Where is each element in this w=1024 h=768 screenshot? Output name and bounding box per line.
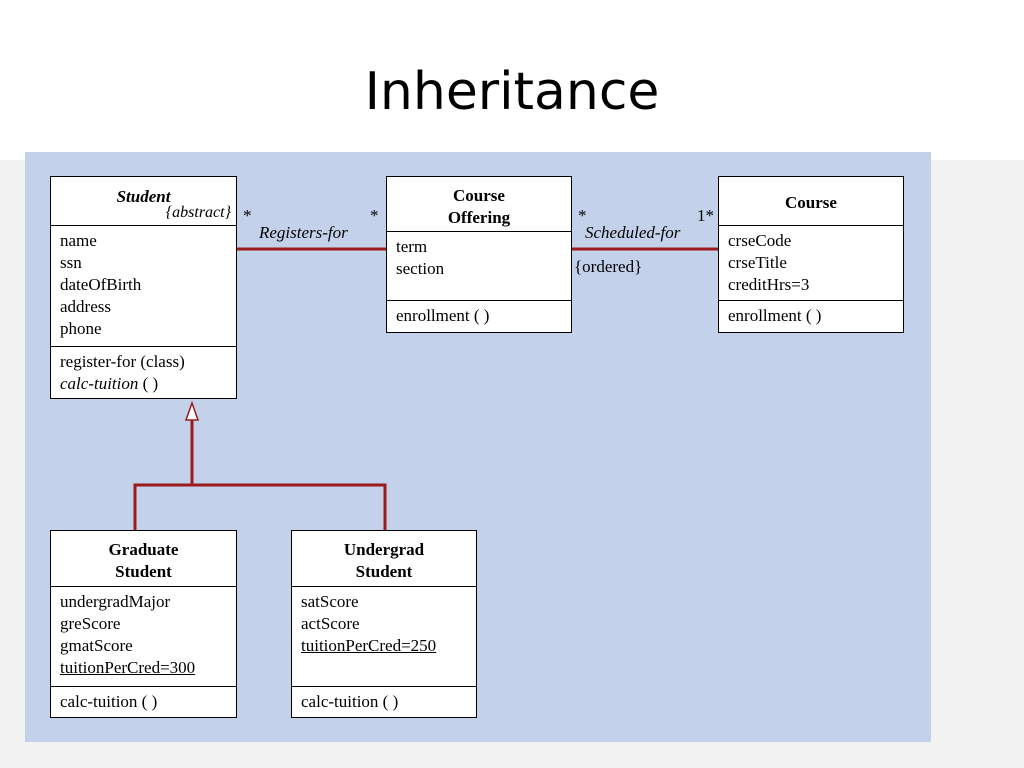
class-undergrad-student: Undergrad Student satScore actScore tuit… <box>291 530 477 718</box>
class-name-line2: Student <box>115 562 172 581</box>
class-name: Student <box>116 187 171 206</box>
attributes-compartment: term section <box>387 232 571 301</box>
operation-params: ( ) <box>142 374 159 393</box>
class-graduate-student: Graduate Student undergradMajor greScore… <box>50 530 237 718</box>
association-label-registers-for: Registers-for <box>259 223 348 242</box>
class-name-line1: Course <box>453 186 505 205</box>
class-course: Course crseCode crseTitle creditHrs=3 en… <box>718 176 904 333</box>
class-name: Course <box>785 193 837 212</box>
multiplicity-offering-left: * <box>370 206 379 225</box>
generalization-arrowhead <box>184 400 200 421</box>
operation-name: calc-tuition <box>60 374 139 393</box>
attribute: section <box>396 259 445 278</box>
class-header: Course Offering <box>387 177 571 232</box>
attributes-compartment: undergradMajor greScore gmatScore tuitio… <box>51 587 236 687</box>
operations-compartment: calc-tuition ( ) <box>51 687 236 713</box>
class-header: Student {abstract} <box>51 177 236 226</box>
class-header: Course <box>719 177 903 226</box>
attribute: dateOfBirth <box>60 275 142 294</box>
attributes-compartment: name ssn dateOfBirth address phone <box>51 226 236 347</box>
generalization-line <box>133 483 387 530</box>
operation: calc-tuition ( ) <box>60 692 158 711</box>
attributes-compartment: crseCode crseTitle creditHrs=3 <box>719 226 903 301</box>
class-name-line2: Offering <box>447 208 511 227</box>
operations-compartment: enrollment ( ) <box>387 301 571 327</box>
attributes-compartment: satScore actScore tuitionPerCred=250 <box>292 587 476 687</box>
attribute: term <box>396 237 428 256</box>
operations-compartment: enrollment ( ) <box>719 301 903 327</box>
operation: calc-tuition ( ) <box>51 373 236 395</box>
attribute: phone <box>60 319 102 338</box>
attribute: gmatScore <box>60 636 133 655</box>
class-header: Undergrad Student <box>292 531 476 587</box>
attribute: address <box>60 297 111 316</box>
operations-compartment: register-for (class) calc-tuition ( ) <box>51 347 236 395</box>
operation: enrollment ( ) <box>396 306 490 325</box>
class-stereotype: {abstract} <box>165 204 231 221</box>
slide-title: Inheritance <box>364 62 660 122</box>
attribute: crseTitle <box>728 253 787 272</box>
attribute: greScore <box>60 614 121 633</box>
attribute: satScore <box>301 592 359 611</box>
operation: enrollment ( ) <box>728 306 822 325</box>
attribute: crseCode <box>728 231 792 250</box>
class-name-line1: Undergrad <box>343 540 425 559</box>
class-name-line1: Graduate <box>108 540 179 559</box>
multiplicity-student: * <box>243 206 252 225</box>
class-course-offering: Course Offering term section enrollment … <box>386 176 572 333</box>
static-attribute: tuitionPerCred=250 <box>301 636 437 655</box>
attribute: undergradMajor <box>60 592 171 611</box>
multiplicity-course: 1* <box>697 206 714 225</box>
class-student: Student {abstract} name ssn dateOfBirth … <box>50 176 237 399</box>
operation: calc-tuition ( ) <box>301 692 399 711</box>
association-constraint-ordered: {ordered} <box>574 257 643 276</box>
attribute: actScore <box>301 614 360 633</box>
class-name-line2: Student <box>355 562 413 581</box>
class-header: Graduate Student <box>51 531 236 587</box>
static-attribute: tuitionPerCred=300 <box>60 658 196 677</box>
association-label-scheduled-for: Scheduled-for <box>585 223 681 242</box>
attribute: creditHrs=3 <box>728 275 810 294</box>
attribute: name <box>60 231 97 250</box>
operations-compartment: calc-tuition ( ) <box>292 687 476 713</box>
attribute: ssn <box>60 253 82 272</box>
multiplicity-offering-right: * <box>578 206 587 225</box>
operation: register-for (class) <box>60 352 185 371</box>
